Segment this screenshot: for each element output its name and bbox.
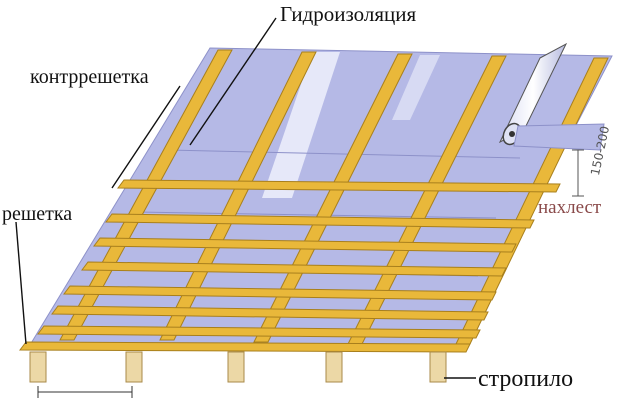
label-lath: решетка: [2, 203, 73, 225]
rafter-end: [125, 351, 143, 383]
leader-hydro: [189, 17, 277, 146]
rafter-end: [429, 351, 447, 383]
leader-counter: [111, 85, 181, 189]
label-hydroinsulation: Гидроизоляция: [280, 2, 417, 26]
membrane-gap: [392, 55, 440, 120]
label-overlap: нахлест: [538, 197, 602, 218]
batten: [51, 305, 489, 321]
rafter-end: [325, 351, 343, 383]
membrane-roll: [498, 42, 605, 151]
leader-lath: [15, 221, 27, 345]
batten: [63, 285, 497, 301]
batten: [81, 261, 507, 277]
label-rafter: стропило: [478, 366, 574, 392]
roll-core: [509, 131, 515, 137]
label-counter-lath: контррешетка: [30, 66, 149, 88]
rafter-end: [29, 351, 47, 383]
rafters: [29, 351, 447, 383]
dimension-line: [37, 386, 133, 398]
batten: [93, 237, 517, 253]
rafter-end: [227, 351, 245, 383]
batten: [19, 341, 471, 353]
roll-tongue: [513, 123, 605, 151]
battens: [19, 179, 561, 353]
leader-lines: [15, 17, 476, 379]
batten: [37, 325, 481, 339]
batten: [117, 179, 561, 193]
overlap-dimension: [572, 149, 584, 197]
batten: [105, 213, 535, 229]
membrane-gap: [262, 52, 340, 198]
